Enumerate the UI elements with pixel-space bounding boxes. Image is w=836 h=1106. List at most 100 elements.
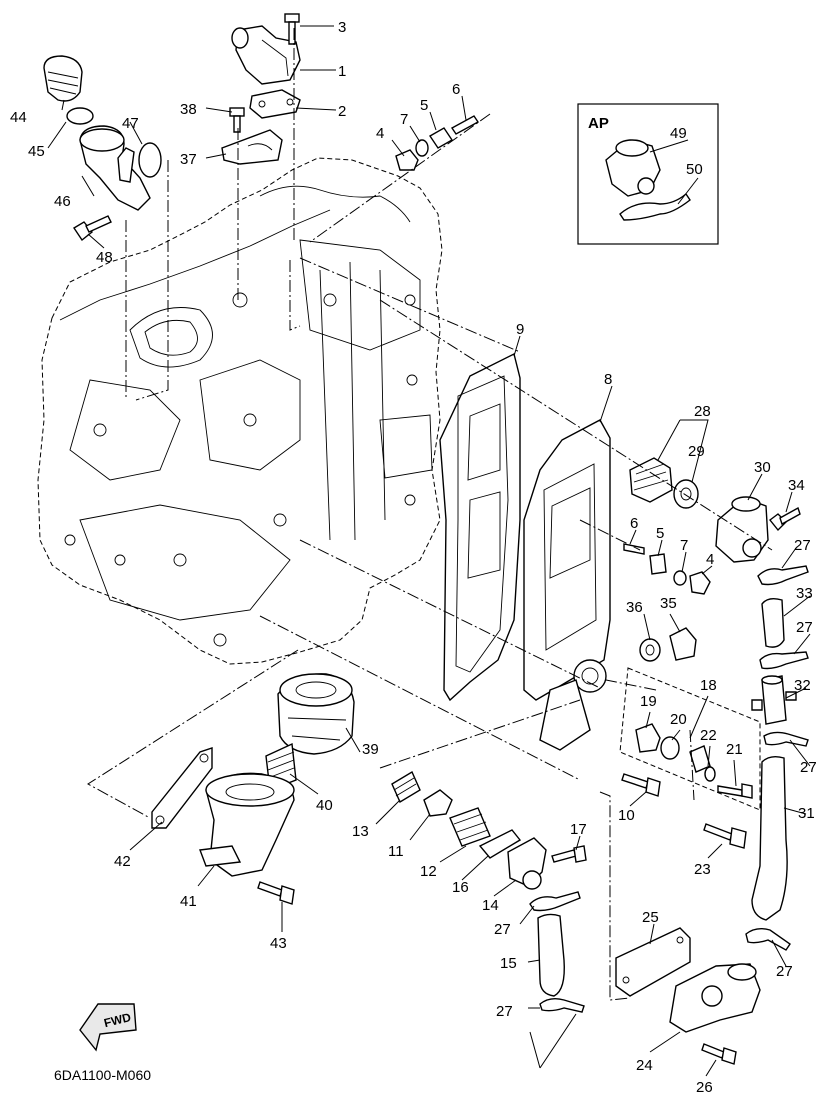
part-17-bolt <box>551 845 587 863</box>
callout-27-4: 27 <box>776 963 793 980</box>
callout-4-lower: 4 <box>706 551 714 568</box>
part-5-collar-upper <box>429 127 453 149</box>
callout-27-1: 27 <box>794 537 811 554</box>
callout-10: 10 <box>618 807 635 824</box>
part-21-bolt <box>717 783 753 799</box>
fwd-label: FWD <box>102 1010 132 1030</box>
part-4-plug-upper <box>395 149 419 171</box>
callout-36: 36 <box>626 599 643 616</box>
part-22-spacer <box>689 745 711 773</box>
part-27-clamp-5 <box>529 891 581 912</box>
part-47-o-ring <box>138 142 162 178</box>
callout-19: 19 <box>640 693 657 710</box>
callout-6-upper: 6 <box>452 81 460 98</box>
callout-5-lower: 5 <box>656 525 664 542</box>
callout-27-3: 27 <box>800 759 817 776</box>
part-45-o-ring <box>66 107 94 125</box>
callout-13: 13 <box>352 823 369 840</box>
callout-5-upper: 5 <box>420 97 428 114</box>
callout-4-upper: 4 <box>376 125 384 142</box>
callout-27-5: 27 <box>494 921 511 938</box>
callout-27-6: 27 <box>496 1003 513 1020</box>
callout-11: 11 <box>388 843 404 860</box>
part-32-joint <box>751 675 797 725</box>
callout-18: 18 <box>700 677 717 694</box>
callout-22: 22 <box>700 727 717 744</box>
part-10-bolt <box>621 773 661 797</box>
part-11-valve <box>423 789 453 817</box>
callout-27-2: 27 <box>796 619 813 636</box>
part-24-pump <box>669 963 761 1033</box>
callout-8: 8 <box>604 371 612 388</box>
part-26-bolt <box>701 1043 737 1065</box>
part-6-bolt-upper <box>450 115 480 135</box>
part-29-seal <box>673 479 699 509</box>
callout-45: 45 <box>28 143 45 160</box>
part-7-washer-upper <box>415 139 429 157</box>
callout-44: 44 <box>10 109 27 126</box>
part-28-thermostat <box>629 457 673 503</box>
part-25-gasket <box>615 927 691 997</box>
callout-3: 3 <box>338 19 346 36</box>
callout-14: 14 <box>482 897 499 914</box>
callout-41: 41 <box>180 893 197 910</box>
callout-33: 33 <box>796 585 813 602</box>
callout-34: 34 <box>788 477 805 494</box>
part-36-washer <box>639 638 661 662</box>
callout-21: 21 <box>726 741 743 758</box>
callout-47: 47 <box>122 115 139 132</box>
callout-29: 29 <box>688 443 705 460</box>
leader-lines <box>47 25 811 1077</box>
callout-25: 25 <box>642 909 659 926</box>
callout-30: 30 <box>754 459 771 476</box>
callout-2: 2 <box>338 103 346 120</box>
diagram-code: 6DA1100-M060 <box>54 1067 151 1083</box>
callout-38: 38 <box>180 101 197 118</box>
part-48-bolt <box>73 215 112 242</box>
part-42-gasket <box>151 747 213 829</box>
callout-7-lower: 7 <box>680 537 688 554</box>
callout-31: 31 <box>798 805 815 822</box>
part-14-cover <box>507 837 547 890</box>
part-38-bolt <box>229 107 245 133</box>
callout-numbers: 3 1 2 38 37 44 45 47 46 48 4 7 5 6 49 50… <box>10 19 817 1096</box>
callout-49: 49 <box>670 125 687 142</box>
part-2-gasket <box>249 89 301 119</box>
part-4-plug-lower <box>689 571 711 595</box>
part-6-bolt-lower <box>623 543 645 555</box>
callout-32: 32 <box>794 677 811 694</box>
callout-16: 16 <box>452 879 469 896</box>
callout-12: 12 <box>420 863 437 880</box>
callout-37: 37 <box>180 151 197 168</box>
callout-17: 17 <box>570 821 587 838</box>
callout-7-upper: 7 <box>400 111 408 128</box>
inset-label: AP <box>588 115 609 132</box>
part-3-bolt <box>284 13 300 45</box>
part-5-collar-lower <box>649 553 667 575</box>
part-43-bolt <box>257 881 295 905</box>
callout-40: 40 <box>316 797 333 814</box>
part-22-o-ring <box>704 766 716 782</box>
callout-9: 9 <box>516 321 524 338</box>
callout-26: 26 <box>696 1079 713 1096</box>
callout-6-lower: 6 <box>630 515 638 532</box>
part-1-sensor <box>231 25 301 85</box>
part-18-group <box>619 667 761 811</box>
part-27-clamp-2 <box>759 651 809 670</box>
part-39-oil-filter <box>277 673 355 755</box>
ap-inset: AP <box>577 103 719 245</box>
part-16-gasket <box>478 829 522 859</box>
callout-15: 15 <box>500 955 517 972</box>
part-41-filter-housing <box>199 772 295 877</box>
part-37-bracket <box>221 129 283 165</box>
part-23-bolt <box>703 823 747 849</box>
callout-24: 24 <box>636 1057 653 1074</box>
part-15-hose <box>537 913 565 997</box>
part-46-housing <box>79 125 151 211</box>
callout-20: 20 <box>670 711 687 728</box>
callout-28: 28 <box>694 403 711 420</box>
part-7-washer-lower <box>673 570 687 586</box>
center-lines <box>87 28 773 1001</box>
part-12-spring <box>449 807 491 847</box>
